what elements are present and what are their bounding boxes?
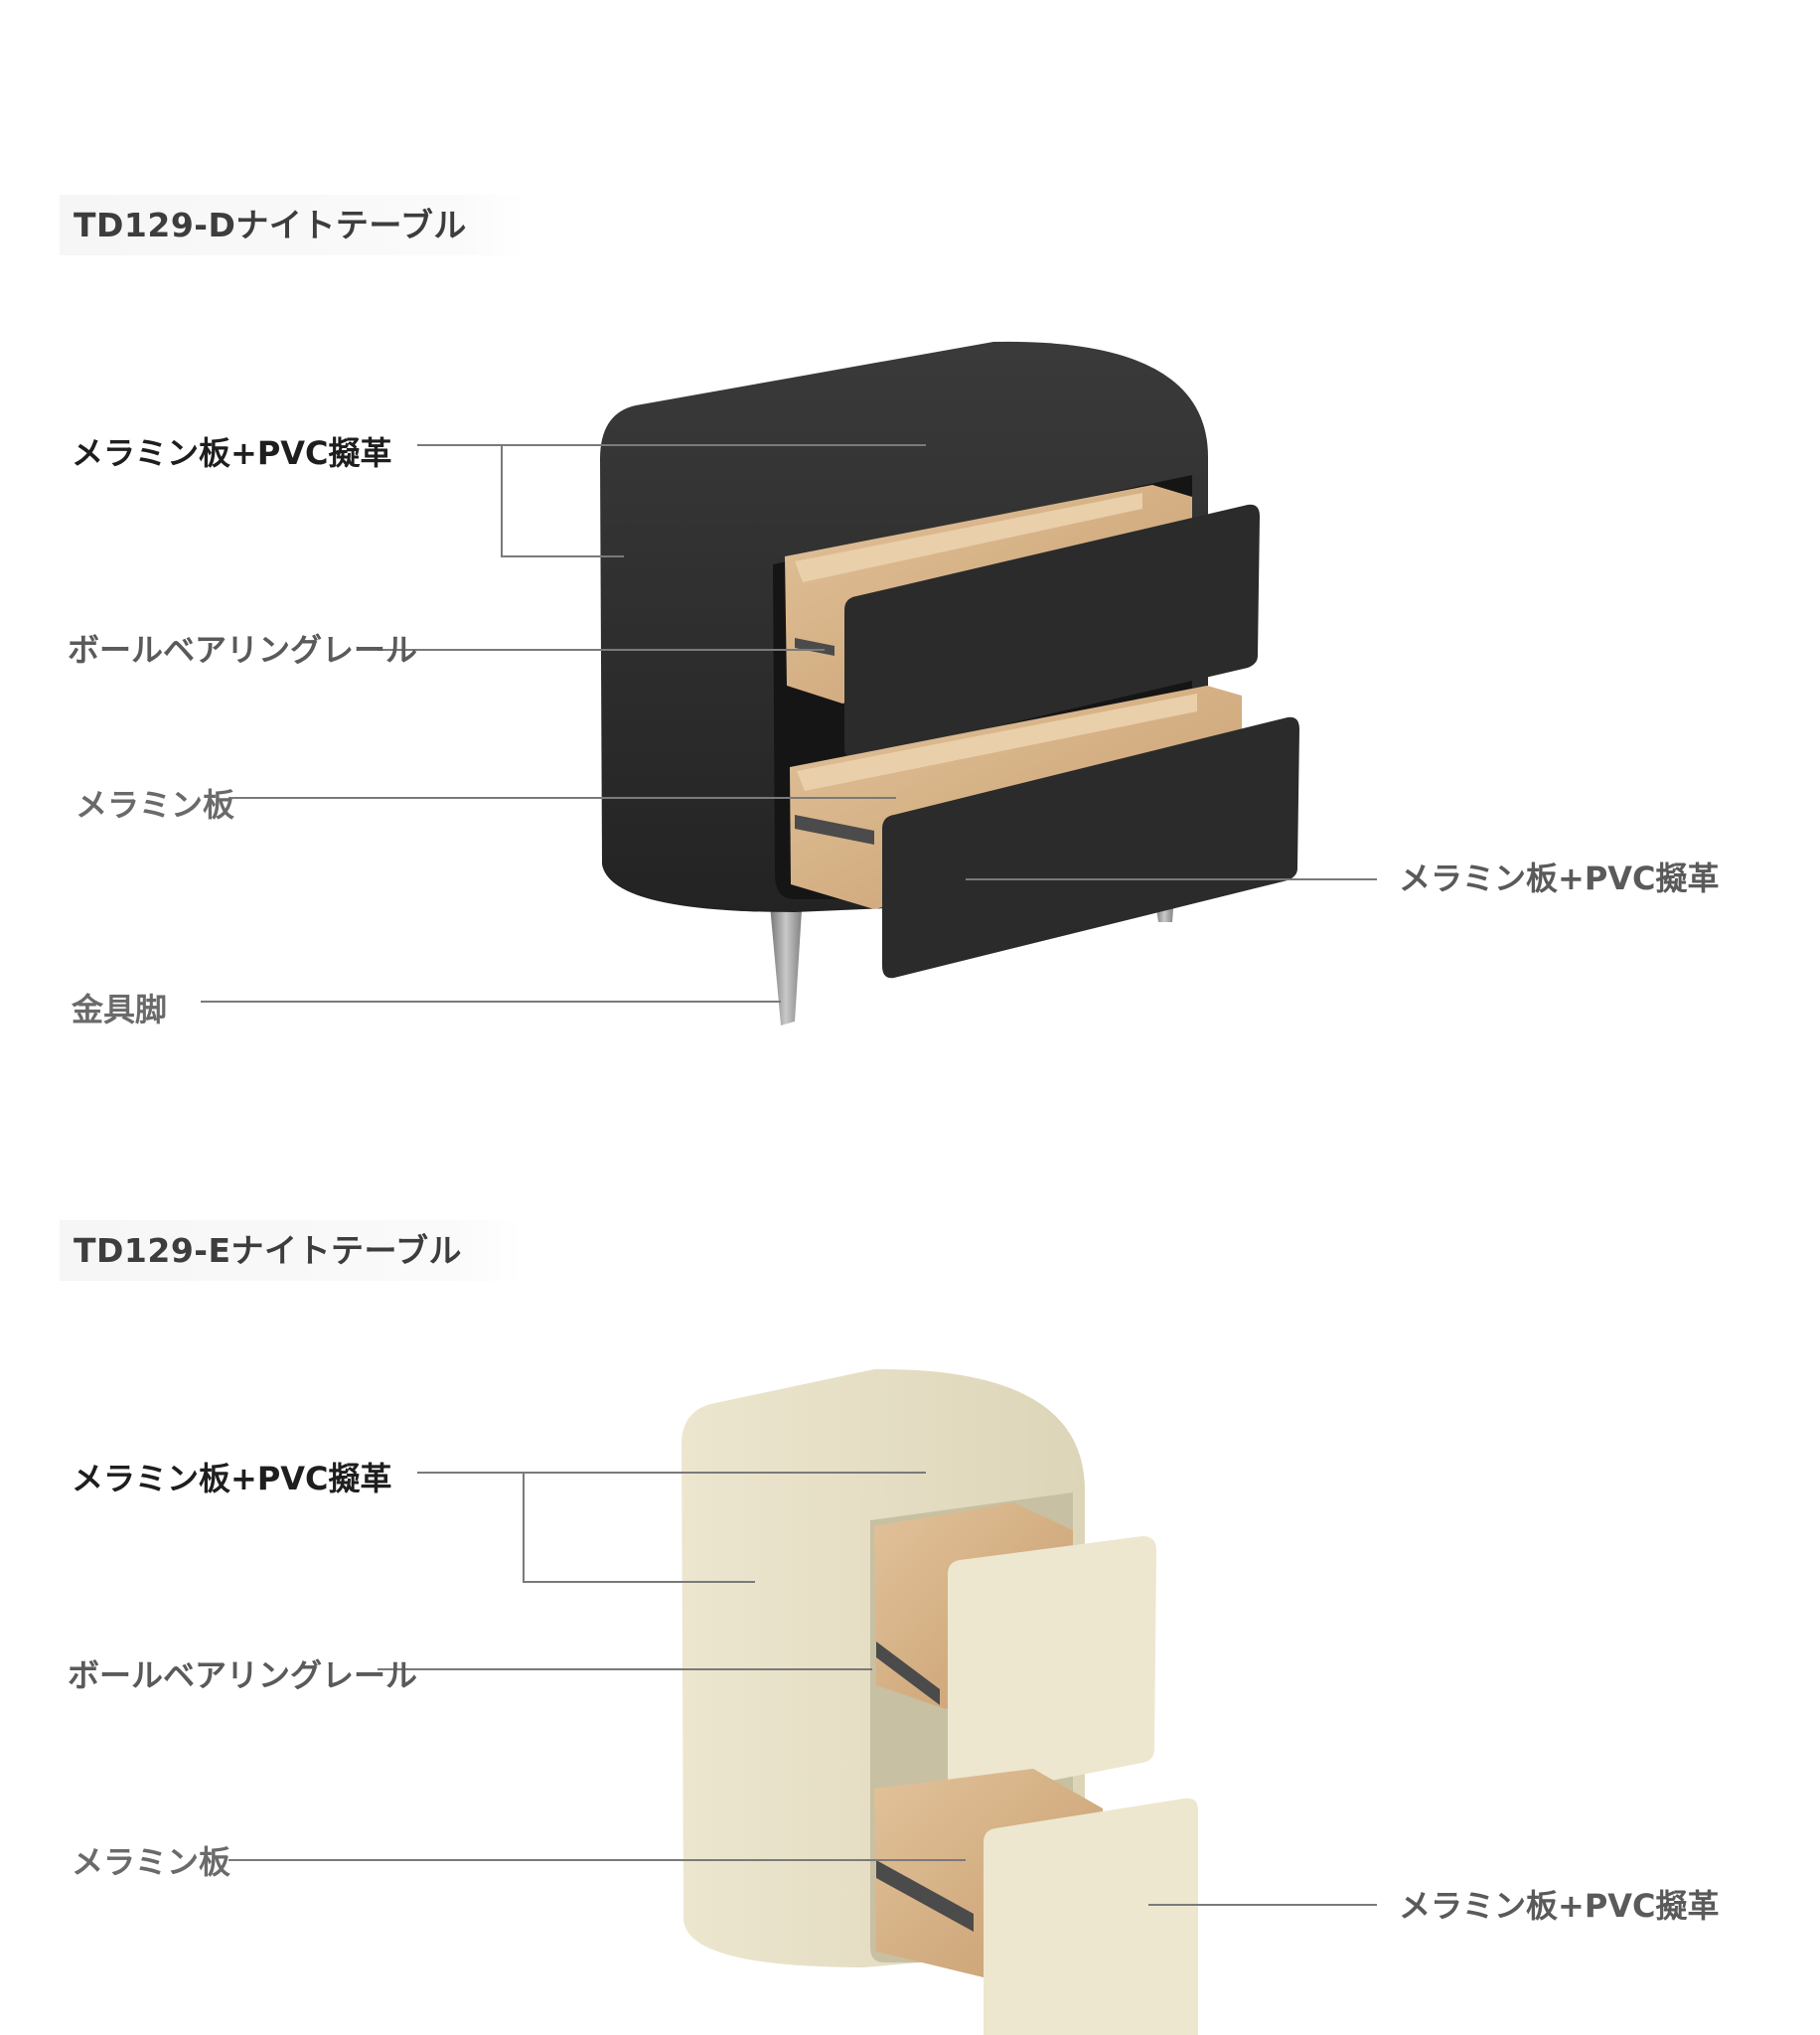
callout-ball-bearing-rail: ボールベアリングレール <box>68 1656 418 1694</box>
callout-top-material: メラミン板+PVC擬革 <box>72 434 392 472</box>
lower-drawer-front <box>984 1798 1198 2035</box>
callout-drawer-panel: メラミン板 <box>72 1843 231 1881</box>
leader-lines-section-1 <box>201 444 1377 1003</box>
ball-bearing-rail <box>795 815 874 845</box>
callout-front-material: メラミン板+PVC擬革 <box>1399 1887 1720 1925</box>
leader-lines-section-2 <box>228 1472 1377 1906</box>
callout-ball-bearing-rail: ボールベアリングレール <box>68 631 418 669</box>
callout-top-material: メラミン板+PVC擬革 <box>72 1460 392 1497</box>
lower-drawer-front <box>882 716 1299 979</box>
upper-drawer-front <box>948 1536 1156 1800</box>
upper-drawer-front <box>844 504 1260 760</box>
ball-bearing-rail <box>876 1642 940 1705</box>
cream-night-table-illustration <box>682 1368 1198 2035</box>
section-title-td129-e: TD129-Eナイトテーブル <box>60 1220 523 1281</box>
leg-front <box>769 894 803 1025</box>
callout-drawer-panel: メラミン板 <box>76 786 235 824</box>
black-night-table-illustration <box>600 341 1299 1025</box>
section-title-td129-d: TD129-Dナイトテーブル <box>60 195 527 255</box>
callout-metal-leg: 金具脚 <box>72 991 168 1028</box>
callout-front-material: メラミン板+PVC擬革 <box>1399 860 1720 897</box>
